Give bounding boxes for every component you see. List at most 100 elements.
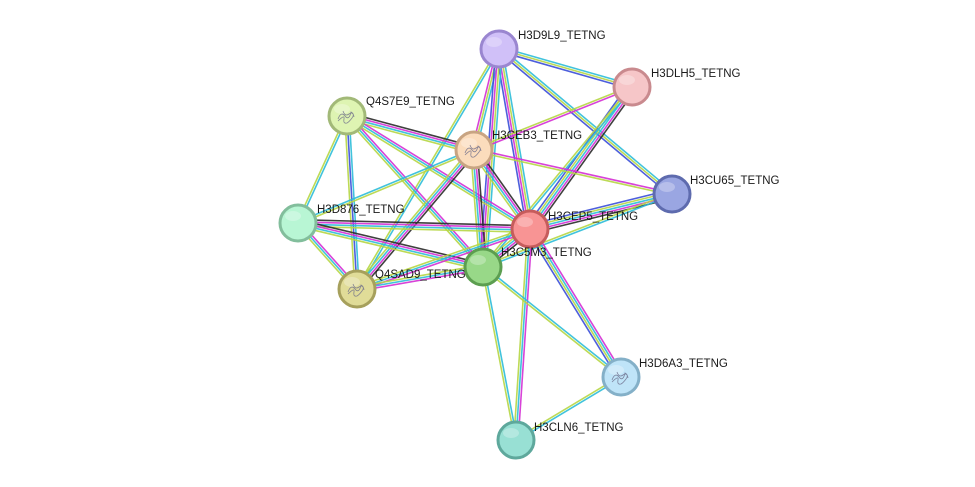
node-label-h3dlh5_tetng: H3DLH5_TETNG [651,68,741,80]
node-q4s7e9_tetng[interactable] [327,96,367,136]
node-h3cln6_tetng[interactable] [496,420,536,460]
edge-evidence-cyan [298,116,349,224]
node-highlight [470,255,486,265]
edge-evidence-cyan [472,150,483,268]
node-circle[interactable] [337,269,377,309]
edge-evidence-blue [497,50,672,197]
edge-H3CU65_TETNG-H3C5M3_TETNG[interactable] [482,192,673,269]
edge-H3D9L9_TETNG-H3DLH5_TETNG[interactable] [498,46,633,90]
edge-evidence-olive [345,118,474,154]
node-h3d6a3_tetng[interactable] [601,357,641,397]
node-highlight [486,37,502,47]
edge-evidence-cyan [515,228,531,441]
node-circle[interactable] [463,247,503,287]
edge-H3CEP5_TETNG-H3D6A3_TETNG[interactable] [526,226,625,380]
edge-evidence-cyan [483,265,623,377]
node-h3c5m3_tetng[interactable] [463,247,503,287]
edge-H3DLH5_TETNG-H3CEP5_TETNG[interactable] [525,83,637,233]
node-h3d9l9_tetng[interactable] [479,29,519,69]
edge-Q4S7E9_TETNG-H3D876_TETNG[interactable] [296,115,349,224]
edge-evidence-black [298,218,531,227]
node-highlight [608,365,624,375]
edge-H3C5M3_TETNG-H3CLN6_TETNG[interactable] [481,266,518,441]
node-label-h3d6a3_tetng: H3D6A3_TETNG [639,358,728,370]
node-highlight [503,428,519,438]
edge-H3C5M3_TETNG-Q4SAD9_TETNG[interactable] [356,264,484,292]
edge-evidence-magenta [497,49,530,230]
node-label-h3d9l9_tetng: H3D9L9_TETNG [518,30,606,42]
edge-evidence-blue [498,50,632,90]
edge-H3CEP5_TETNG-H3CLN6_TETNG[interactable] [513,228,533,441]
edge-evidence-blue [528,188,672,226]
edge-H3D876_TETNG-H3CEP5_TETNG[interactable] [297,218,531,234]
node-circle[interactable] [454,130,494,170]
edge-evidence-magenta [517,229,533,441]
edge-H3CEB3_TETNG-Q4SAD9_TETNG[interactable] [353,147,478,292]
node-highlight [517,217,533,227]
edge-evidence-olive [528,229,621,378]
edge-evidence-magenta [357,268,484,292]
node-h3dlh5_tetng[interactable] [612,67,652,107]
node-label-h3c5m3_tetng: H3C5M3_TETNG [501,247,592,259]
edge-evidence-cyan [529,193,673,230]
edge-evidence-olive [513,228,529,440]
node-circle[interactable] [601,357,641,397]
node-highlight [461,138,477,148]
node-circle[interactable] [327,96,367,136]
label-layer: H3D9L9_TETNG H3DLH5_TETNG Q4S7E9_TETNG H3CE… [317,30,780,434]
node-label-h3ceb3_tetng: H3CEB3_TETNG [492,130,582,142]
node-h3d876_tetng[interactable] [278,203,318,243]
node-circle[interactable] [612,67,652,107]
edge-evidence-cyan [483,87,634,269]
edge-evidence-cyan [297,148,474,223]
edge-evidence-magenta [347,114,475,150]
node-layer [278,29,692,460]
edge-evidence-olive [527,85,631,229]
edge-H3DLH5_TETNG-H3CEB3_TETNG[interactable] [473,85,633,152]
edge-H3D9L9_TETNG-H3CEP5_TETNG[interactable] [494,48,535,230]
edge-evidence-magenta [347,113,532,228]
edge-evidence-magenta [357,150,476,291]
node-h3cu65_tetng[interactable] [652,174,692,214]
edge-evidence-olive [515,375,621,440]
edge-H3CEB3_TETNG-H3CU65_TETNG[interactable] [473,148,673,196]
node-h3cep5_tetng[interactable] [510,209,550,249]
edge-evidence-cyan [516,377,622,442]
edge-H3CEB3_TETNG-H3D876_TETNG[interactable] [297,148,475,225]
node-label-q4s7e9_tetng: Q4S7E9_TETNG [366,96,455,108]
node-h3ceb3_tetng[interactable] [454,130,494,170]
edge-evidence-cyan [346,116,474,152]
node-highlight [344,277,360,287]
edge-H3D6A3_TETNG-H3CLN6_TETNG[interactable] [515,375,622,442]
edge-evidence-olive [473,150,672,196]
protein-structure-icon [611,371,629,385]
node-circle[interactable] [652,174,692,214]
node-label-h3cep5_tetng: H3CEP5_TETNG [548,211,638,223]
edge-evidence-olive [482,192,672,267]
node-circle[interactable] [510,209,550,249]
edge-evidence-cyan [356,266,484,290]
edge-evidence-cyan [501,48,535,229]
node-circle[interactable] [278,203,318,243]
edge-evidence-cyan [297,223,530,231]
node-q4sad9_tetng[interactable] [337,269,377,309]
edge-evidence-olive [481,267,621,379]
edge-evidence-blue [494,49,528,230]
edge-evidence-cyan [529,86,633,230]
edge-evidence-cyan [356,228,531,290]
edge-H3D9L9_TETNG-H3CU65_TETNG[interactable] [497,46,674,197]
edge-Q4S7E9_TETNG-H3C5M3_TETNG[interactable] [344,113,486,270]
edge-evidence-black [532,89,637,233]
edge-H3C5M3_TETNG-H3D6A3_TETNG[interactable] [481,265,623,379]
edge-Q4S7E9_TETNG-H3CEP5_TETNG[interactable] [345,113,532,232]
edge-evidence-olive [298,150,475,225]
edge-evidence-cyan [499,46,633,86]
node-circle[interactable] [479,29,519,69]
edge-layer [295,46,674,442]
node-circle[interactable] [496,420,536,460]
edge-Q4S7E9_TETNG-H3CEB3_TETNG[interactable] [345,112,476,154]
edge-evidence-magenta [531,87,635,231]
edge-evidence-blue [526,230,619,380]
edge-evidence-cyan [483,266,518,440]
